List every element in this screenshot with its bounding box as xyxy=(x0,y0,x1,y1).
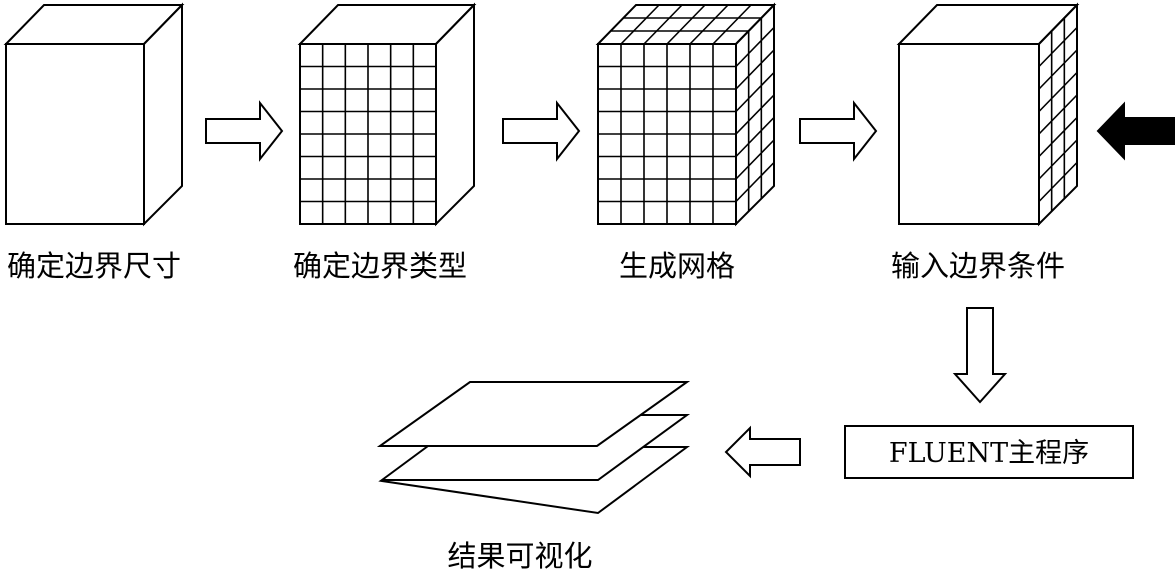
mesh-line xyxy=(1038,94,1078,135)
mesh-line xyxy=(712,4,752,45)
step-label-1: 确定边界尺寸 xyxy=(7,249,181,283)
mesh-line xyxy=(735,116,775,158)
mesh-line xyxy=(735,26,775,68)
mesh-line xyxy=(735,49,775,90)
mesh-line xyxy=(735,161,775,203)
result-label: 结果可视化 xyxy=(447,539,592,573)
mesh-line xyxy=(643,4,683,45)
mesh-line xyxy=(1038,49,1078,90)
arrow-right-2 xyxy=(502,100,581,162)
fluent-box xyxy=(844,425,1134,479)
meshed-cube xyxy=(595,2,777,227)
boundary-cube xyxy=(896,2,1080,227)
result-planes xyxy=(376,381,691,515)
mesh-line xyxy=(666,4,706,45)
mesh-line xyxy=(735,139,775,180)
mesh-line xyxy=(1038,116,1078,158)
mesh-line xyxy=(620,4,660,45)
mesh-line xyxy=(1038,26,1078,68)
arrow-left xyxy=(724,425,801,479)
mesh-line xyxy=(689,4,729,45)
step-label-2: 确定边界类型 xyxy=(293,249,467,283)
mesh-line xyxy=(1038,161,1078,203)
mesh-line xyxy=(735,94,775,135)
arrow-down xyxy=(952,307,1008,404)
mesh-line xyxy=(1038,71,1078,113)
step-label-4: 输入边界条件 xyxy=(891,249,1065,283)
arrow-right-3 xyxy=(799,100,878,162)
main-program-label: FLUENT主程序 xyxy=(889,438,1089,469)
mesh-line xyxy=(1038,139,1078,180)
mesh-line xyxy=(735,71,775,113)
boundary-input-arrow xyxy=(1096,101,1175,161)
step-label-3: 生成网格 xyxy=(619,249,735,283)
grid-front-cube xyxy=(297,2,477,227)
arrow-right-1 xyxy=(205,100,284,162)
plain-cube xyxy=(3,2,185,227)
